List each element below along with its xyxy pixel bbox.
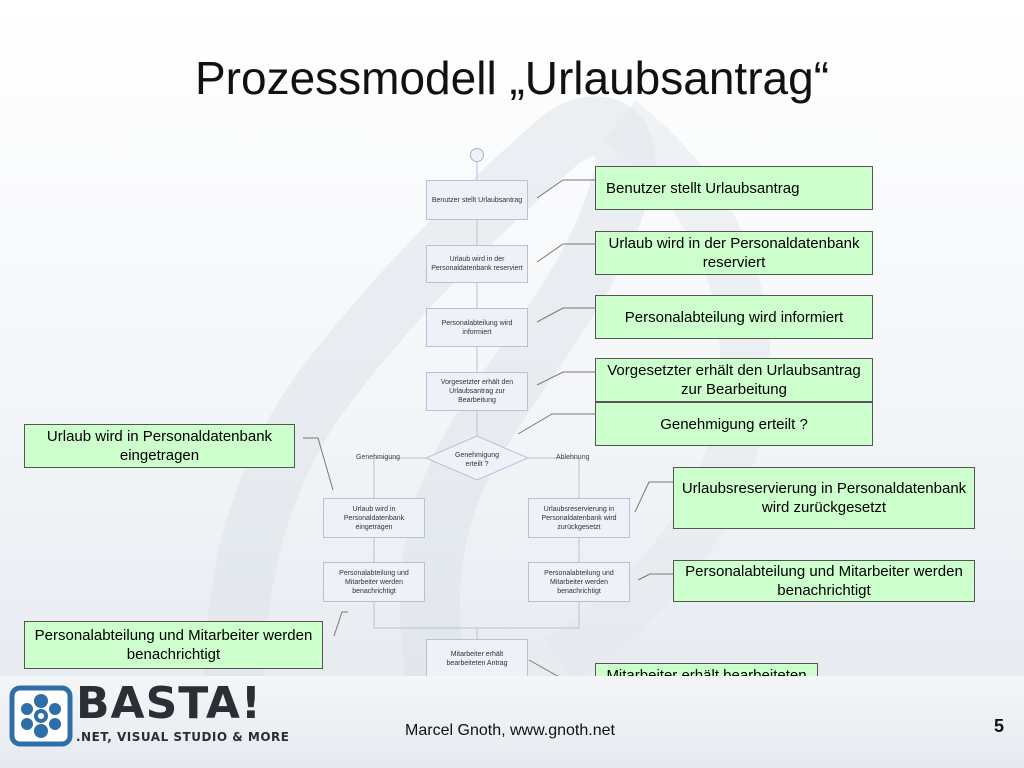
- callout-genehmigung-erteilt: Genehmigung erteilt ?: [595, 402, 873, 446]
- page-title: Prozessmodell „Urlaubsantrag“: [194, 52, 830, 104]
- callout-benutzer-stellt-urlaubsantrag: Benutzer stellt Urlaubsantrag: [595, 166, 873, 210]
- footer-author: Marcel Gnoth, www.gnoth.net: [405, 722, 615, 739]
- node-benutzer-stellt-urlaubsantrag: Benutzer stellt Urlaubsantrag: [426, 180, 528, 220]
- callout-urlaub-eingetragen: Urlaub wird in Personaldatenbank eingetr…: [24, 424, 295, 468]
- page-number: 5: [993, 716, 1004, 736]
- decision-label: Genehmigung erteilt ?: [455, 452, 499, 468]
- node-vorgesetzter-erhaelt-antrag: Vorgesetzter erhält den Urlaubsantrag zu…: [426, 372, 528, 411]
- node-urlaub-eingetragen: Urlaub wird in Personaldatenbank eingetr…: [323, 498, 425, 538]
- callout-urlaub-reserviert: Urlaub wird in der Personaldatenbank res…: [595, 231, 873, 275]
- branch-label-genehmigung: Genehmigung: [356, 454, 400, 461]
- callout-benachrichtigt-right: Personalabteilung und Mitarbeiter werden…: [673, 560, 975, 602]
- branch-label-ablehnung: Ablehnung: [556, 454, 590, 461]
- callout-vorgesetzter-erhaelt-antrag: Vorgesetzter erhält den Urlaubsantrag zu…: [595, 358, 873, 402]
- callout-reservierung-zurueckgesetzt: Urlaubsreservierung in Personaldatenbank…: [673, 467, 975, 529]
- basta-logo-mark: [9, 685, 73, 747]
- node-benachrichtigt-left: Personalabteilung und Mitarbeiter werden…: [323, 562, 425, 602]
- node-personalabteilung-informiert: Personalabteilung wird informiert: [426, 308, 528, 347]
- callout-personalabteilung-informiert: Personalabteilung wird informiert: [595, 295, 873, 339]
- logo-tagline: .NET, VISUAL STUDIO & MORE: [76, 730, 290, 744]
- callout-benachrichtigt-left: Personalabteilung und Mitarbeiter werden…: [24, 621, 323, 669]
- node-mitarbeiter-erhaelt-antrag: Mitarbeiter erhält bearbeiteten Antrag: [426, 639, 528, 678]
- node-reservierung-zurueckgesetzt: Urlaubsreservierung in Personaldatenbank…: [528, 498, 630, 538]
- node-benachrichtigt-right: Personalabteilung und Mitarbeiter werden…: [528, 562, 630, 602]
- start-node: [470, 148, 484, 162]
- node-urlaub-reserviert: Urlaub wird in der Personaldatenbank res…: [426, 245, 528, 283]
- footer-band: [0, 676, 1024, 768]
- logo-wordmark: BASTA!: [76, 678, 262, 729]
- decision-diamond: [424, 435, 530, 481]
